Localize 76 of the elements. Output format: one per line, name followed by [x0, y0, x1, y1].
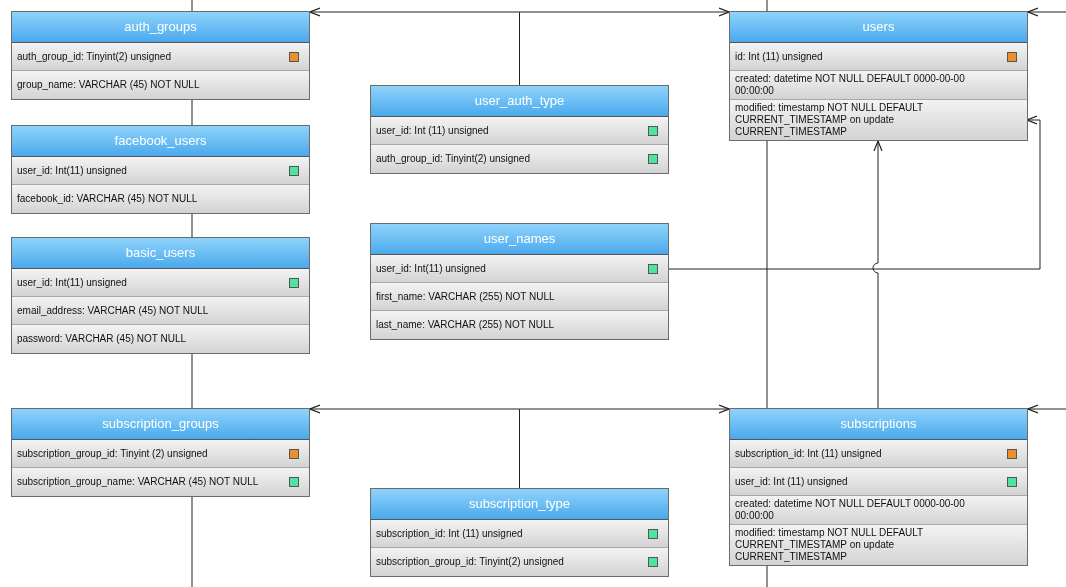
field-row	[12, 269, 309, 297]
table-name: user_auth_type	[371, 86, 668, 117]
field-row	[12, 440, 309, 468]
field-definition: user_id: Int(11) unsigned	[16, 275, 128, 290]
table-name: subscription_groups	[12, 409, 309, 440]
connector-line	[766, 140, 768, 409]
relationship-arrow	[872, 140, 883, 409]
table-card	[729, 11, 1028, 141]
field-definition: subscription_group_id: Tinyint (2) unsigned	[16, 446, 209, 461]
table-name: basic_users	[12, 238, 309, 269]
field-definition: subscription_id: Int (11) unsigned	[734, 446, 883, 461]
connector-line	[766, 0, 768, 12]
table-card	[729, 408, 1028, 566]
table-name: subscription_type	[371, 489, 668, 520]
connector-line	[191, 496, 193, 587]
field-row	[12, 71, 309, 99]
field-row	[730, 468, 1027, 496]
field-row	[730, 440, 1027, 468]
field-definition: subscription_id: Int (11) unsigned	[375, 526, 524, 541]
table-card	[11, 237, 310, 354]
table-card	[370, 223, 669, 340]
connector-line	[766, 565, 768, 587]
relationship-arrow	[1027, 7, 1066, 17]
field-definition: password: VARCHAR (45) NOT NULL	[16, 332, 188, 346]
connector-line	[191, 0, 193, 12]
field-definition: created: datetime NOT NULL DEFAULT 0000-00-00 00:00:00	[734, 497, 966, 523]
field-definition: auth_group_id: Tinyint(2) unsigned	[375, 152, 531, 166]
field-definition: facebook_id: VARCHAR (45) NOT NULL	[16, 192, 199, 206]
connector-line	[191, 213, 193, 238]
field-row	[730, 496, 1027, 525]
field-definition: modified: timestamp NOT NULL DEFAULT CURRENT_TIMESTAMP on update CURRENT_TIMESTAMP	[734, 101, 925, 139]
field-row	[12, 157, 309, 185]
field-row	[12, 325, 309, 353]
field-row	[371, 520, 668, 548]
field-row	[730, 100, 1027, 140]
field-row	[12, 185, 309, 213]
field-row	[371, 283, 668, 311]
field-definition: email_address: VARCHAR (45) NOT NULL	[16, 303, 210, 318]
field-definition: group_name: VARCHAR (45) NOT NULL	[16, 78, 201, 92]
field-definition: user_id: Int (11) unsigned	[375, 123, 490, 138]
relationship-arrow	[1027, 404, 1066, 414]
field-definition: subscription_group_id: Tinyint(2) unsigned	[375, 555, 565, 569]
table-card	[11, 125, 310, 214]
field-row	[12, 468, 309, 496]
field-row	[730, 525, 1027, 565]
field-row	[730, 43, 1027, 71]
connector-line	[191, 99, 193, 126]
field-row	[371, 311, 668, 339]
field-definition: first_name: VARCHAR (255) NOT NULL	[375, 289, 556, 304]
table-name: subscriptions	[730, 409, 1027, 440]
relationship-arrow	[667, 115, 1041, 270]
table-name: users	[730, 12, 1027, 43]
field-row	[12, 43, 309, 71]
field-definition: user_id: Int(11) unsigned	[375, 261, 487, 276]
field-row	[371, 255, 668, 283]
field-definition: modified: timestamp NOT NULL DEFAULT CURRENT_TIMESTAMP on update CURRENT_TIMESTAMP	[734, 526, 925, 564]
table-name: auth_groups	[12, 12, 309, 43]
field-row	[371, 117, 668, 145]
connector-line	[191, 353, 193, 409]
table-card	[11, 408, 310, 497]
field-definition: auth_group_id: Tinyint(2) unsigned	[16, 49, 172, 64]
field-definition: user_id: Int (11) unsigned	[734, 474, 849, 489]
field-definition: created: datetime NOT NULL DEFAULT 0000-00-00 00:00:00	[734, 72, 966, 98]
field-definition: subscription_group_name: VARCHAR (45) NOT NULL	[16, 475, 260, 489]
table-name: user_names	[371, 224, 668, 255]
field-row	[371, 145, 668, 173]
table-card	[370, 488, 669, 577]
field-row	[730, 71, 1027, 100]
field-definition: last_name: VARCHAR (255) NOT NULL	[375, 318, 556, 332]
field-definition: id: Int (11) unsigned	[734, 49, 824, 64]
table-name: facebook_users	[12, 126, 309, 157]
field-row	[371, 548, 668, 576]
table-card	[11, 11, 310, 100]
field-definition: user_id: Int(11) unsigned	[16, 163, 128, 178]
field-row	[12, 297, 309, 325]
table-card	[370, 85, 669, 174]
